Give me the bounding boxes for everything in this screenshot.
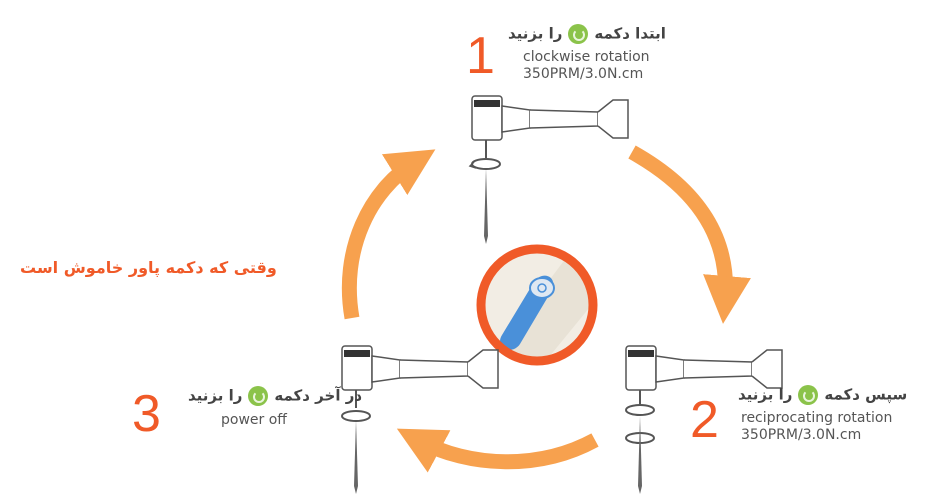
power-off-headline: وقتی که دکمه پاور خاموش است — [20, 258, 277, 277]
step3-title-before: در آخر دکمه — [274, 386, 363, 405]
step1-line2: 350PRM/3.0N.cm — [523, 66, 644, 82]
step2-title-after: را بزنید — [738, 385, 793, 404]
step3-title: در آخر دکمه را بزنید — [188, 386, 362, 406]
power-button-icon — [568, 24, 589, 44]
step2-number: 2 — [690, 391, 719, 449]
step1-title-after: را بزنید — [508, 24, 563, 43]
handpiece-step3-icon — [341, 345, 499, 494]
step2-line2: 350PRM/3.0N.cm — [741, 427, 862, 443]
step3-line1: power off — [221, 412, 287, 428]
power-button-icon — [798, 385, 819, 405]
step2-line1: reciprocating rotation — [741, 410, 893, 426]
step3-title-after: را بزنید — [188, 386, 243, 405]
step1-line1: clockwise rotation — [523, 49, 650, 65]
power-button-icon — [248, 386, 269, 406]
handpiece-closeup-icon — [476, 244, 598, 366]
step2-title-before: سپس دکمه — [824, 385, 908, 404]
step3-number: 3 — [132, 385, 161, 443]
handpiece-step1-icon — [468, 95, 629, 244]
arrow-step2-to-step3 — [396, 428, 599, 473]
arrow-step3-to-step1 — [341, 149, 436, 320]
step2-title: سپس دکمه را بزنید — [738, 385, 907, 405]
arrow-step1-to-step2 — [628, 145, 751, 324]
step1-number: 1 — [466, 27, 495, 85]
handpiece-step2-icon — [625, 345, 783, 494]
step1-title-before: ابتدا دکمه — [594, 24, 666, 43]
step1-title: ابتدا دکمه را بزنید — [508, 24, 666, 44]
